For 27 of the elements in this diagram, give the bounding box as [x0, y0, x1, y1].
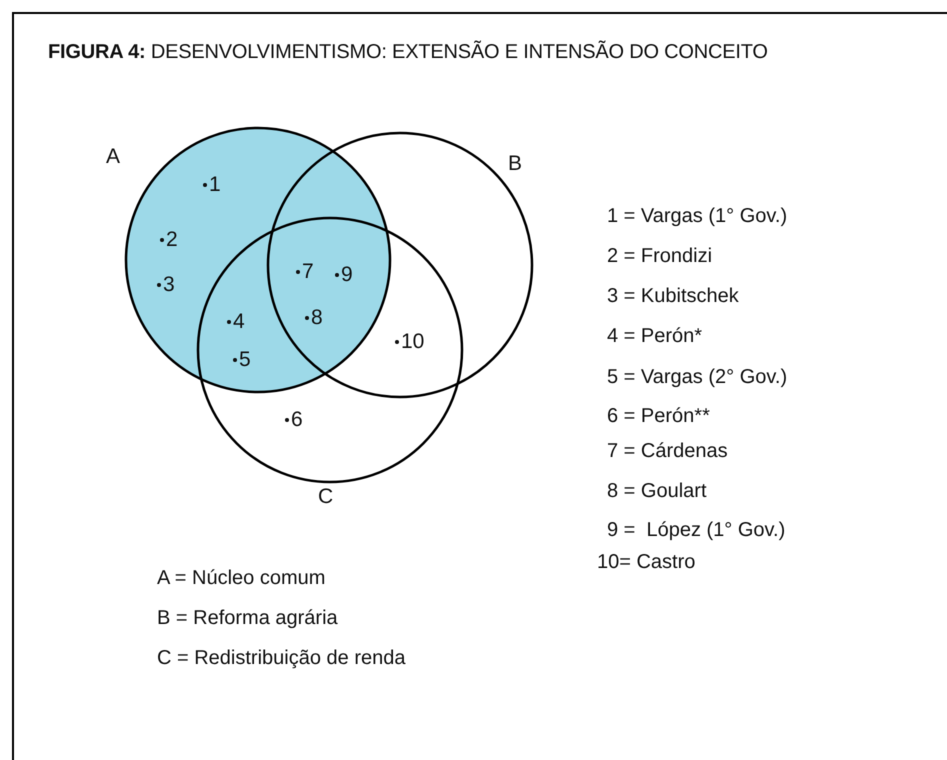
key-entry: 10= Castro: [597, 552, 696, 572]
point-number: 4: [233, 311, 245, 332]
key-entry: 2 = Frondizi: [607, 246, 712, 266]
point-number: 1: [209, 174, 221, 195]
point-number: 10: [401, 331, 424, 352]
point-number: 2: [166, 229, 178, 250]
point-number: 9: [341, 264, 353, 285]
point-number: 3: [163, 274, 175, 295]
point-number: 6: [291, 409, 303, 430]
key-entry: 6 = Perón**: [607, 406, 710, 426]
key-entry: A = Núcleo comum: [157, 568, 326, 588]
set-letter: A: [106, 146, 120, 167]
key-entry: 9 = López (1° Gov.): [607, 520, 786, 540]
key-entry: 7 = Cárdenas: [607, 441, 728, 461]
point-number: 8: [311, 307, 323, 328]
key-entry: 5 = Vargas (2° Gov.): [607, 367, 788, 387]
key-entry: 8 = Goulart: [607, 481, 707, 501]
key-entry: 4 = Perón*: [607, 326, 702, 346]
point-number: 5: [239, 349, 251, 370]
point-number: 7: [302, 261, 314, 282]
key-entry: B = Reforma agrária: [157, 608, 338, 628]
set-letter: B: [508, 153, 522, 174]
key-entry: 3 = Kubitschek: [607, 286, 739, 306]
key-entry: C = Redistribuição de renda: [157, 648, 406, 668]
key-entry: 1 = Vargas (1° Gov.): [607, 206, 788, 226]
set-letter: C: [318, 486, 334, 507]
figure-title: FIGURA 4: DESENVOLVIMENTISMO: EXTENSÃO E INTENSÃO DO CONCEITO: [48, 41, 768, 64]
